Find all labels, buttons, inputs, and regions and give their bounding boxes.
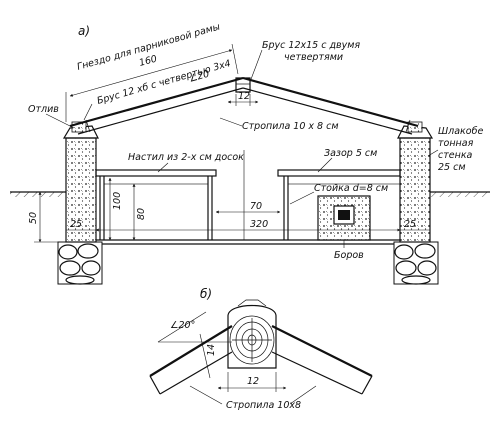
slope-dimension: 160 Гнездо для парниковой рамы Брус 12 х… [65,21,239,122]
section-a: а) [10,21,490,285]
ridge-dimension: 12 Брус 12х15 с двумя четвертями [227,40,360,106]
angle-b: ∠20° [170,320,195,331]
gap-label: Зазор 5 см [324,148,377,159]
stove [317,195,371,241]
height-dimensions: 100 80 [108,150,245,241]
svg-text:25 см: 25 см [438,162,466,173]
dim-100: 100 [112,192,123,210]
post-label: Стойка d=8 см [314,183,388,194]
svg-text:тонная: тонная [438,138,474,149]
beam-12x15-label-1: Брус 12х15 с двумя [262,40,360,51]
dim-50: 50 [28,212,39,224]
dim-70: 70 [250,201,262,212]
right-foundation [393,241,439,285]
angle-a: ∠20 [188,69,211,85]
beam-12x15-label-2: четвертями [284,52,343,63]
detail-angle: ∠20° [157,311,232,343]
deck-label: Настил из 2-х см досок [128,152,244,163]
left-foundation [57,241,103,285]
dim-14-group: 14 [199,333,217,379]
dim-12-top: 12 [238,91,250,102]
svg-text:Шлакобе: Шлакобе [438,126,483,137]
rafters-b-label: Стропила 10х8 [226,400,301,411]
dim-160: 160 [138,54,158,69]
dim-25-right: 25 [404,219,416,230]
dim-25-left: 25 [70,219,82,230]
dim-14: 14 [206,344,217,356]
svg-text:стенка: стенка [438,150,473,161]
dim-12-bottom-group: 12 [217,372,287,392]
depth-dimension: 50 [28,191,66,243]
flue-label: Боров [334,250,364,261]
dim-12-bottom: 12 [247,376,259,387]
part-b-label: б) [200,287,212,301]
dim-320: 320 [250,219,268,230]
width-dimensions: 70 320 25 25 [66,201,430,232]
part-a-label: а) [78,24,90,38]
section-b: б) ∠20° 14 [149,287,373,411]
rafters-a-label: Стропила 10 х 8 см [242,121,339,132]
dim-80: 80 [136,208,147,220]
ridge-beam [235,77,251,93]
drip-label: Отлив [28,104,59,115]
slag-wall-label: Шлакобе тонная стенка 25 см [427,126,483,173]
ridge-log [227,299,277,369]
detail-rafters [149,325,373,395]
